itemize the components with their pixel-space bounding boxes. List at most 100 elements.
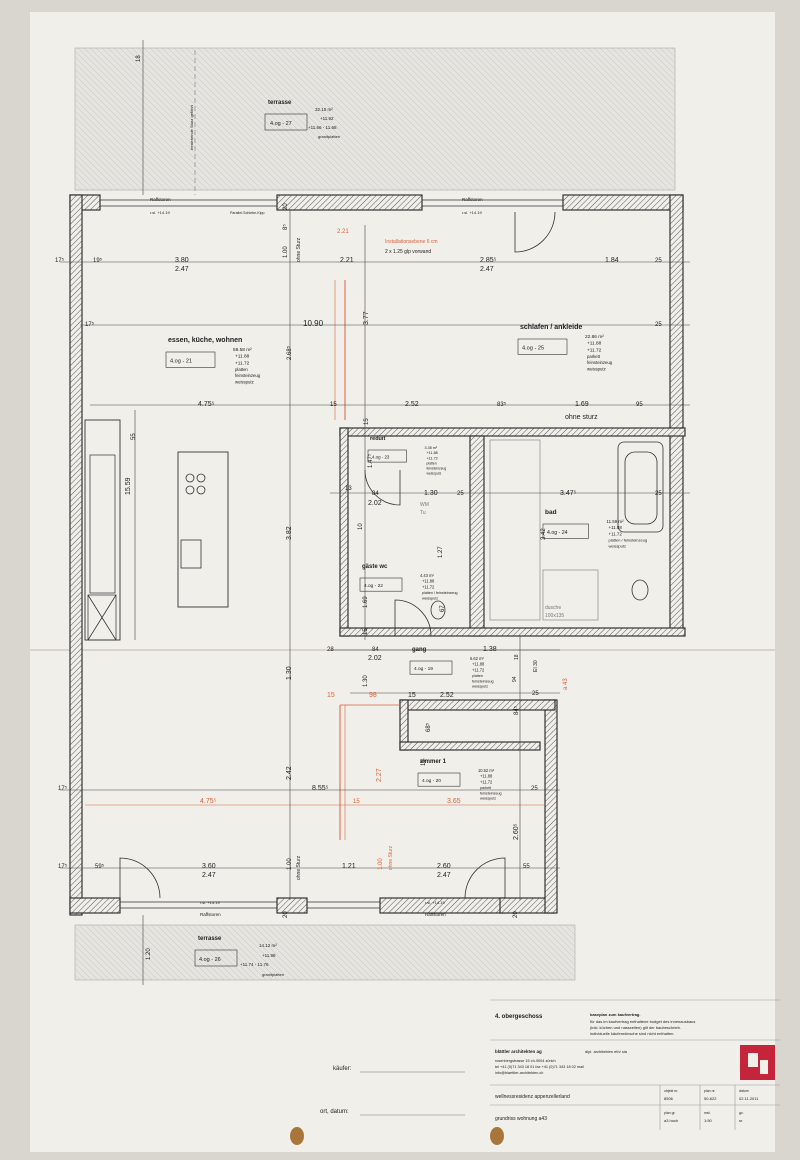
room-floor: parkett xyxy=(480,786,491,790)
room-code: 4.og - 26 xyxy=(199,957,221,963)
dim-label: 25 xyxy=(532,691,539,697)
dim-label: 1.00 xyxy=(287,858,293,870)
dim-label: 1.20 xyxy=(146,948,152,960)
room-code: 4.og - 22 xyxy=(364,583,383,589)
room-level-2: +11.72 xyxy=(587,347,602,353)
punch-hole xyxy=(290,1127,304,1145)
room-floor: weissputz xyxy=(472,685,488,689)
room-level-1: +11.88 xyxy=(422,579,435,584)
tb-value: sr xyxy=(739,1118,743,1123)
wall xyxy=(562,194,684,211)
dim-label: 17⁵ xyxy=(55,257,65,264)
room-level-2: +11.72 xyxy=(427,456,438,460)
raffstoren-label: Raffstoren xyxy=(150,197,171,202)
room-level-2: +11.72 xyxy=(609,531,623,536)
ohne-sturz-label: ohne Sturz xyxy=(388,845,394,870)
room-floor: weissputz xyxy=(427,471,442,475)
terrace-bottom-area xyxy=(74,924,576,981)
terrace-top-area xyxy=(74,47,676,191)
room-level-1: +11.88 xyxy=(427,451,438,455)
wall xyxy=(544,699,558,914)
room-name: terrasse xyxy=(268,100,292,106)
firm-address: info@blaettler-architekten.ch xyxy=(495,1071,543,1075)
shower xyxy=(542,569,599,621)
dim-label: 3.60 xyxy=(202,863,216,870)
dim-label: 2.42 xyxy=(286,766,293,780)
dim-label: 2.21 xyxy=(337,229,349,235)
firm-tagline: dipl. architekten eth/ sia xyxy=(585,1049,628,1054)
plan-note: baseplan zum kaufvertrag. xyxy=(590,1012,640,1017)
room-area: 32.10 m² xyxy=(315,107,333,112)
room-level-2: +11.66 - 11.68 xyxy=(308,125,337,130)
room-code-box xyxy=(194,949,238,967)
room-area: 6.62 m² xyxy=(470,656,484,661)
ok-label: r.sl. +14.19 xyxy=(200,900,220,905)
dim-label: 2.27 xyxy=(376,768,383,782)
room-level-1: +11.88 xyxy=(609,525,623,530)
dim-label: 17⁵ xyxy=(58,863,68,870)
dim-label: 4.75⁵ xyxy=(200,798,217,805)
dim-label: 2.47 xyxy=(480,266,494,273)
room-level-1: +11.92 xyxy=(320,116,334,121)
dim-label: 1.38 xyxy=(483,646,497,653)
dim-label: 2.52 xyxy=(405,401,419,408)
dim-label: 18 xyxy=(514,654,520,660)
dim-label: 15 xyxy=(408,692,416,699)
room-floor: platten xyxy=(235,367,248,372)
room-floor: platten xyxy=(472,674,483,678)
bathtub xyxy=(617,441,664,533)
room-floor: platten xyxy=(427,462,437,466)
room-area: 14.12 m² xyxy=(259,943,277,948)
plan-note: (inkl. küchen und nasszellen) gilt der b… xyxy=(590,1025,681,1030)
wall xyxy=(669,194,684,636)
dim-label: 20 xyxy=(513,911,519,918)
dim-label: 15 xyxy=(353,799,360,805)
room-code: 4.og - 27 xyxy=(270,121,292,127)
dim-label: 95 xyxy=(636,402,643,408)
wall xyxy=(276,194,423,211)
room-floor: feinsteinzeug xyxy=(587,360,613,365)
dim-label: 3.80 xyxy=(175,257,189,264)
room-floor: parkett xyxy=(587,354,601,359)
plan-note: für das im kaufvertrag enthaltene budget… xyxy=(590,1019,695,1024)
dim-label: 20 xyxy=(283,203,289,210)
raffstoren-label: Raffstoren xyxy=(425,912,446,917)
dim-label: 2.85⁵ xyxy=(480,257,497,264)
room-name: terrasse xyxy=(198,936,222,942)
dim-label: 1.00 xyxy=(378,858,384,870)
dim-label: 59⁵ xyxy=(95,863,105,870)
room-code-box xyxy=(165,351,216,368)
tb-key: plan gr. xyxy=(664,1111,676,1115)
dim-label: 19⁵ xyxy=(93,257,103,264)
tb-key: datum xyxy=(739,1089,749,1093)
dim-label: 10.90 xyxy=(303,319,324,328)
dim-label: 1.30 xyxy=(286,666,293,680)
dimension-lines xyxy=(60,210,690,900)
cooktop-burner xyxy=(196,473,206,483)
dim-label: 15.59 xyxy=(125,477,132,495)
wall xyxy=(69,897,121,914)
dim-label: 25 xyxy=(655,258,662,264)
dim-label: 98 xyxy=(369,692,377,699)
room-floor: weissputz xyxy=(480,797,496,801)
room-level-1: +11.88 xyxy=(472,662,485,667)
dim-label: 2.68⁵ xyxy=(286,345,293,360)
dim-label: 3.42 xyxy=(541,528,547,540)
dim-label: 84⁵ xyxy=(513,705,520,715)
tb-value: 50-622 xyxy=(704,1096,717,1101)
dim-label: 1.69 xyxy=(363,596,369,608)
dim-label: 25 xyxy=(655,322,662,328)
dim-label: 17⁵ xyxy=(85,321,95,328)
tb-value: 1:50 xyxy=(704,1118,713,1123)
tb-value: a3 hoch xyxy=(664,1118,678,1123)
dim-label: 1.27 xyxy=(438,546,444,558)
dim-label: 2.21 xyxy=(340,257,354,264)
room-floor: weissputz xyxy=(235,379,254,384)
room-code-box xyxy=(542,523,589,539)
dim-label: 84 xyxy=(372,647,379,653)
